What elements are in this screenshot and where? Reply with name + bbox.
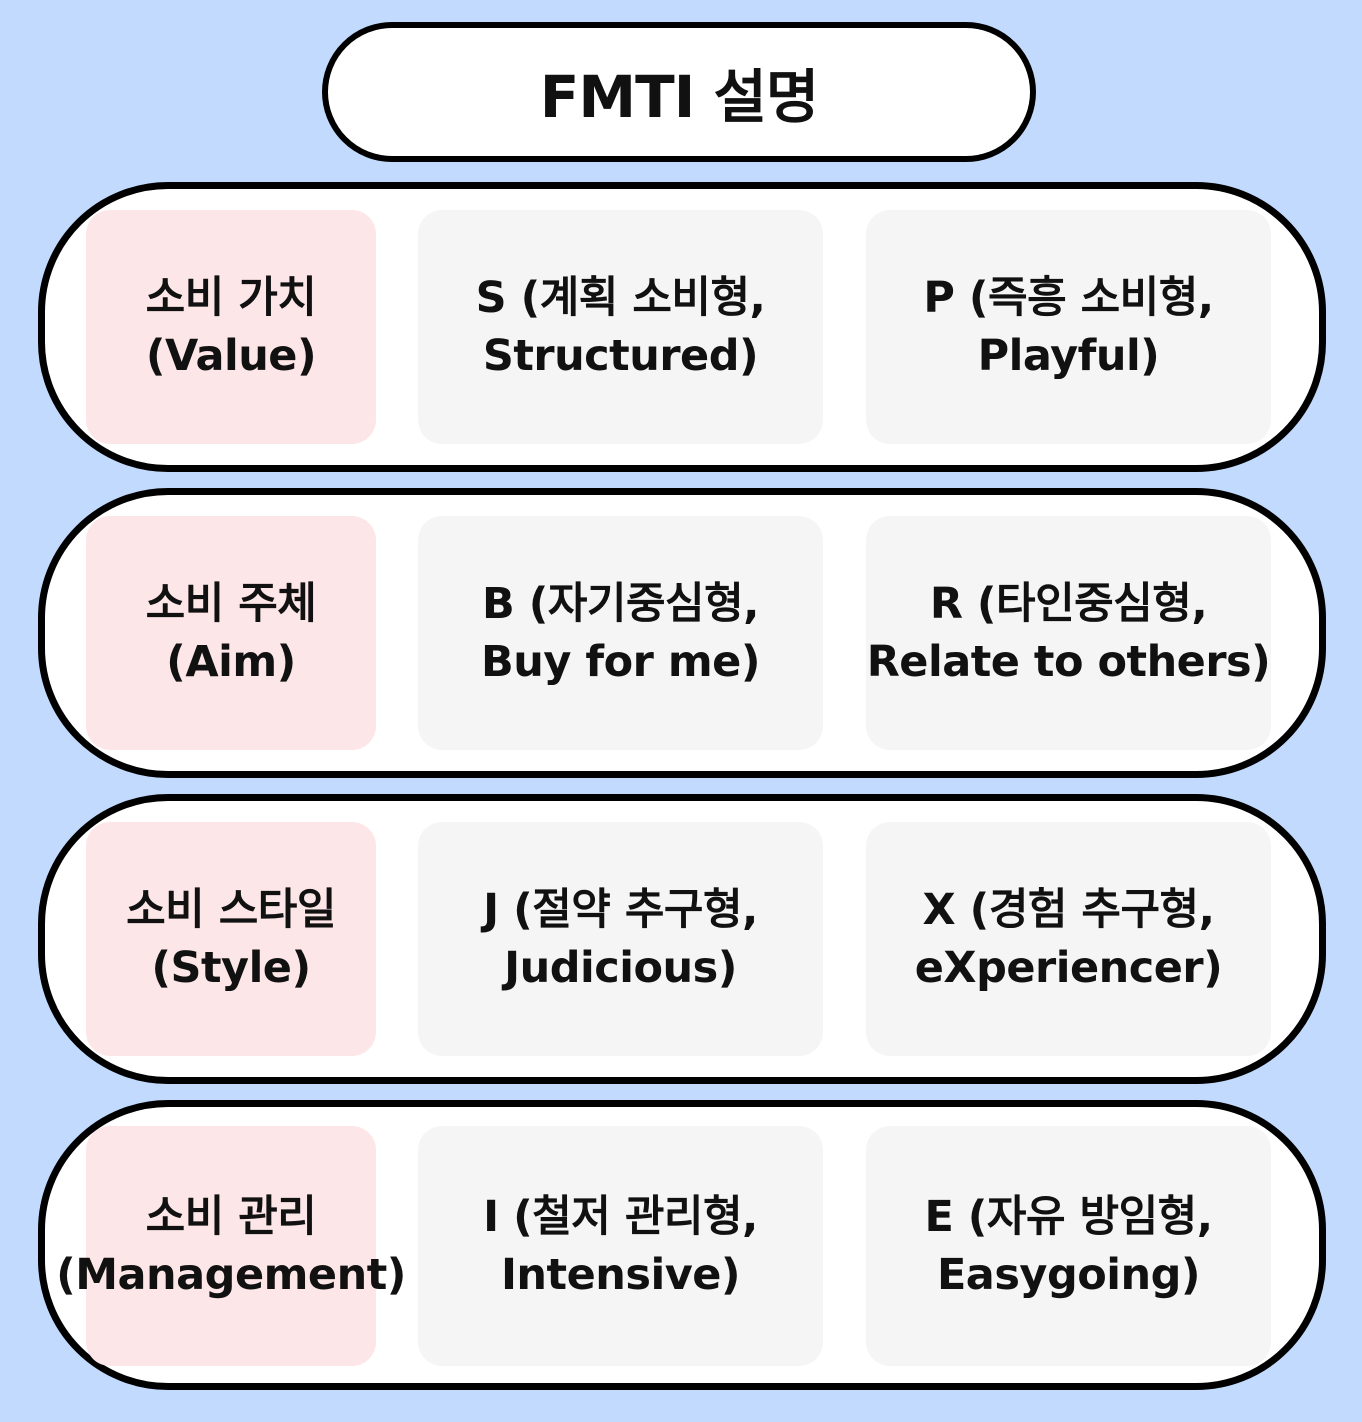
option-label: R (타인중심형, bbox=[929, 579, 1208, 629]
category-label: 소비 스타일 bbox=[126, 885, 336, 935]
category-label: 소비 가치 bbox=[145, 273, 317, 323]
category-english: (Style) bbox=[151, 943, 311, 993]
option-cell-intensive: I (철저 관리형, Intensive) bbox=[418, 1126, 823, 1366]
option-cell-experiencer: X (경험 추구형, eXperiencer) bbox=[866, 822, 1271, 1056]
option-label: B (자기중심형, bbox=[481, 579, 760, 629]
row-management: 소비 관리 (Management) I (철저 관리형, Intensive)… bbox=[38, 1100, 1326, 1390]
option-english: Buy for me) bbox=[481, 637, 760, 687]
category-english: (Aim) bbox=[166, 637, 296, 687]
row-style: 소비 스타일 (Style) J (절약 추구형, Judicious) X (… bbox=[38, 794, 1326, 1084]
option-english: eXperiencer) bbox=[914, 943, 1223, 993]
row-aim: 소비 주체 (Aim) B (자기중심형, Buy for me) R (타인중… bbox=[38, 488, 1326, 778]
option-cell-structured: S (계획 소비형, Structured) bbox=[418, 210, 823, 444]
page-title: FMTI 설명 bbox=[539, 63, 819, 131]
title-pill: FMTI 설명 bbox=[322, 22, 1036, 162]
option-english: Playful) bbox=[977, 331, 1160, 381]
category-english: (Management) bbox=[56, 1250, 406, 1300]
category-cell-value: 소비 가치 (Value) bbox=[86, 210, 376, 444]
category-label: 소비 주체 bbox=[145, 579, 317, 629]
option-cell-playful: P (즉흥 소비형, Playful) bbox=[866, 210, 1271, 444]
option-english: Intensive) bbox=[500, 1250, 741, 1300]
option-label: I (철저 관리형, bbox=[483, 1192, 758, 1242]
row-value: 소비 가치 (Value) S (계획 소비형, Structured) P (… bbox=[38, 182, 1326, 472]
option-cell-buy-for-me: B (자기중심형, Buy for me) bbox=[418, 516, 823, 750]
category-cell-aim: 소비 주체 (Aim) bbox=[86, 516, 376, 750]
category-cell-style: 소비 스타일 (Style) bbox=[86, 822, 376, 1056]
category-label: 소비 관리 bbox=[145, 1192, 317, 1242]
option-label: S (계획 소비형, bbox=[475, 273, 766, 323]
option-cell-judicious: J (절약 추구형, Judicious) bbox=[418, 822, 823, 1056]
option-english: Relate to others) bbox=[866, 637, 1271, 687]
option-cell-easygoing: E (자유 방임형, Easygoing) bbox=[866, 1126, 1271, 1366]
category-cell-management: 소비 관리 (Management) bbox=[56, 1126, 406, 1366]
option-english: Judicious) bbox=[504, 943, 737, 993]
option-cell-relate-to-others: R (타인중심형, Relate to others) bbox=[866, 516, 1271, 750]
option-english: Easygoing) bbox=[936, 1250, 1201, 1300]
option-english: Structured) bbox=[482, 331, 759, 381]
option-label: X (경험 추구형, bbox=[922, 885, 1215, 935]
option-label: J (절약 추구형, bbox=[483, 885, 758, 935]
option-label: E (자유 방임형, bbox=[924, 1192, 1213, 1242]
option-label: P (즉흥 소비형, bbox=[923, 273, 1214, 323]
category-english: (Value) bbox=[145, 331, 317, 381]
